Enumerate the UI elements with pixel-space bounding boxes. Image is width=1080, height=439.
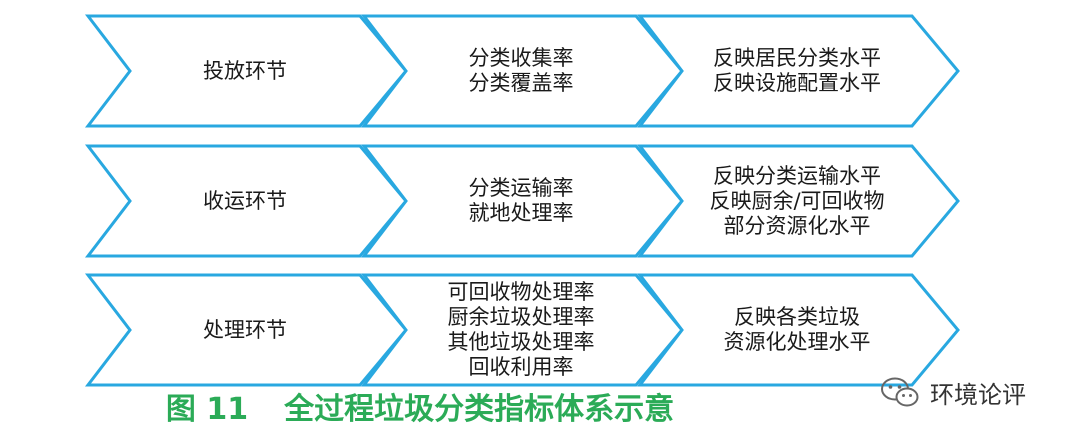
stage-text-row2: 收运环节 [130, 146, 360, 256]
reflect-line: 资源化处理水平 [723, 330, 871, 354]
indicator-line: 回收利用率 [468, 355, 574, 379]
stage-line: 收运环节 [203, 188, 287, 213]
indicator-line: 分类覆盖率 [468, 71, 574, 95]
stage-line: 投放环节 [203, 58, 287, 83]
indicator-text-row1: 分类收集率分类覆盖率 [406, 16, 636, 126]
indicator-line: 可回收物处理率 [447, 280, 595, 304]
stage-line: 处理环节 [203, 317, 287, 342]
reflect-line: 反映居民分类水平 [713, 46, 881, 70]
indicator-text-row2: 分类运输率就地处理率 [406, 146, 636, 256]
indicator-line: 就地处理率 [468, 201, 574, 225]
chevron-indicator-row1 [360, 14, 684, 128]
reflect-text-row3: 反映各类垃圾资源化处理水平 [682, 275, 912, 385]
reflect-line: 反映各类垃圾 [734, 305, 860, 329]
chevron-stage-row2 [84, 144, 408, 258]
chevron-reflect-row1 [636, 14, 960, 128]
indicator-line: 分类运输率 [468, 176, 574, 200]
chevron-reflect-row2 [636, 144, 960, 258]
indicator-line: 厨余垃圾处理率 [447, 305, 595, 329]
figure-caption: 图 11 全过程垃圾分类指标体系示意 [0, 390, 840, 430]
wechat-icon [881, 377, 919, 407]
chevron-stage-row3 [84, 273, 408, 387]
reflect-line: 部分资源化水平 [723, 213, 871, 238]
reflect-line: 反映厨余/可回收物 [709, 188, 885, 213]
chevron-indicator-row2 [360, 144, 684, 258]
reflect-text-row2: 反映分类运输水平反映厨余/可回收物部分资源化水平 [682, 146, 912, 256]
reflect-line: 反映分类运输水平 [713, 163, 881, 188]
indicator-text-row3: 可回收物处理率厨余垃圾处理率其他垃圾处理率回收利用率 [406, 275, 636, 385]
indicator-line: 分类收集率 [468, 46, 574, 70]
indicator-line: 其他垃圾处理率 [447, 330, 595, 354]
stage-text-row3: 处理环节 [130, 275, 360, 385]
stage-text-row1: 投放环节 [130, 16, 360, 126]
reflect-text-row1: 反映居民分类水平反映设施配置水平 [682, 16, 912, 126]
watermark-text: 环境论评 [930, 380, 1026, 409]
figure-title: 全过程垃圾分类指标体系示意 [284, 392, 675, 427]
figure-number: 图 11 [165, 392, 249, 427]
chevron-indicator-row3 [360, 273, 684, 387]
reflect-line: 反映设施配置水平 [713, 71, 881, 95]
watermark: 环境论评 [880, 372, 1026, 412]
chevron-stage-row1 [84, 14, 408, 128]
chevron-reflect-row3 [636, 273, 960, 387]
